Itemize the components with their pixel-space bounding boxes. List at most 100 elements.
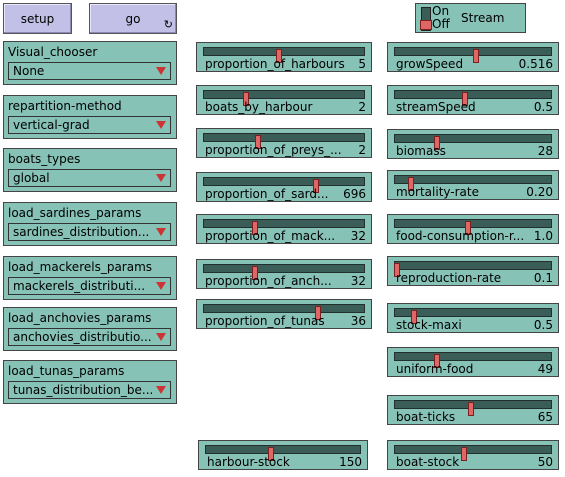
slider-proportion-of-mack[interactable]: proportion_of_mack...32 [196, 214, 372, 244]
slider-track[interactable] [203, 133, 365, 149]
slider-knob[interactable] [242, 92, 249, 106]
slider-knob[interactable] [314, 306, 321, 320]
chooser-dropdown[interactable]: vertical-grad [8, 116, 171, 134]
slider-knob[interactable] [313, 179, 319, 193]
slider-value: 32 [350, 229, 366, 243]
chooser-dropdown[interactable]: global [8, 169, 171, 187]
slider-food-consumption-r[interactable]: food-consumption-r...1.0 [387, 214, 559, 244]
slider-knob[interactable] [276, 49, 283, 63]
chooser-value: tunas_distribution_be... [13, 383, 154, 397]
chooser-label: boats_types [8, 152, 81, 166]
slider-label: uniform-food [396, 362, 474, 376]
slider-knob[interactable] [434, 136, 441, 150]
go-button[interactable]: go ↻ [89, 3, 177, 34]
slider-knob[interactable] [252, 221, 259, 235]
switch-knob[interactable] [420, 20, 432, 30]
slider-knob[interactable] [410, 310, 417, 324]
slider-track[interactable] [203, 264, 365, 280]
slider-knob[interactable] [434, 354, 441, 368]
slider-uniform-food[interactable]: uniform-food 49 [387, 347, 559, 377]
slider-track[interactable] [394, 445, 552, 461]
slider-knob[interactable] [407, 177, 414, 191]
chooser-dropdown[interactable]: tunas_distribution_be... [8, 381, 171, 399]
chooser-label: repartition-method [8, 99, 122, 113]
chooser-dropdown[interactable]: anchovies_distributio... [8, 328, 171, 346]
slider-proportion-of-sard[interactable]: proportion_of_sard... 696 [196, 172, 372, 202]
chooser-repartition-method[interactable]: repartition-method vertical-grad [3, 95, 177, 139]
slider-proportion-of-preys[interactable]: proportion_of_preys_...2 [196, 128, 372, 158]
slider-value: 0.1 [533, 271, 553, 285]
dropdown-arrow-icon[interactable] [156, 282, 166, 290]
slider-label: proportion_of_tunas [205, 314, 325, 328]
setup-button[interactable]: setup [3, 3, 72, 34]
slider-track[interactable] [205, 445, 361, 461]
slider-knob[interactable] [267, 447, 274, 461]
dropdown-arrow-icon[interactable] [156, 174, 166, 182]
slider-track[interactable] [394, 134, 552, 150]
slider-track[interactable] [203, 219, 365, 235]
chooser-label: load_sardines_params [8, 206, 142, 220]
slider-value: 0.5 [533, 318, 553, 332]
chooser-label: Visual_chooser [8, 45, 98, 59]
slider-knob[interactable] [462, 92, 469, 106]
slider-track[interactable] [203, 304, 365, 320]
slider-track[interactable] [203, 90, 365, 106]
slider-track[interactable] [393, 261, 552, 277]
slider-knob[interactable] [473, 49, 480, 63]
slider-knob[interactable] [465, 221, 472, 235]
slider-track[interactable] [394, 400, 552, 416]
slider-value: 49 [537, 362, 553, 376]
chooser-load-mackerels-params[interactable]: load_mackerels_params mackerels_distribut… [3, 256, 177, 300]
dropdown-arrow-icon[interactable] [156, 386, 166, 394]
chooser-dropdown[interactable]: sardines_distribution... [8, 223, 171, 241]
slider-label: proportion_of_harbours [205, 57, 345, 71]
slider-value: 696 [343, 187, 366, 201]
slider-track[interactable] [394, 47, 552, 63]
slider-knob[interactable] [393, 263, 400, 277]
dropdown-arrow-icon[interactable] [156, 67, 166, 75]
slider-knob[interactable] [460, 447, 467, 461]
slider-track[interactable] [394, 352, 552, 368]
slider-label: boats_by_harbour [205, 100, 313, 114]
chooser-dropdown[interactable]: None [8, 62, 171, 80]
slider-track[interactable] [394, 175, 552, 191]
slider-value: 0.20 [526, 185, 553, 199]
chooser-dropdown[interactable]: mackerels_distributi... [8, 277, 171, 295]
slider-proportion-of-anch[interactable]: proportion_of_anch...32 [196, 259, 372, 289]
slider-knob[interactable] [252, 266, 259, 280]
chooser-label: load_mackerels_params [8, 260, 153, 274]
slider-track[interactable] [394, 90, 552, 106]
dropdown-arrow-icon[interactable] [156, 121, 166, 129]
slider-knob[interactable] [255, 135, 262, 149]
stream-switch[interactable]: On Off Stream [415, 3, 526, 33]
slider-label: food-consumption-r... [396, 229, 525, 243]
switch-name: Stream [461, 11, 505, 25]
slider-value: 32 [350, 274, 366, 288]
dropdown-arrow-icon[interactable] [156, 228, 166, 236]
slider-knob[interactable] [468, 402, 475, 416]
chooser-load-sardines-params[interactable]: load_sardines_params sardines_distributio… [3, 202, 177, 246]
slider-track[interactable] [203, 177, 365, 193]
slider-label: proportion_of_sard... [205, 187, 329, 201]
slider-track[interactable] [394, 219, 552, 235]
dropdown-arrow-icon[interactable] [156, 333, 166, 341]
slider-track[interactable] [394, 308, 552, 324]
slider-label: biomass [396, 144, 446, 158]
slider-track[interactable] [203, 47, 365, 63]
